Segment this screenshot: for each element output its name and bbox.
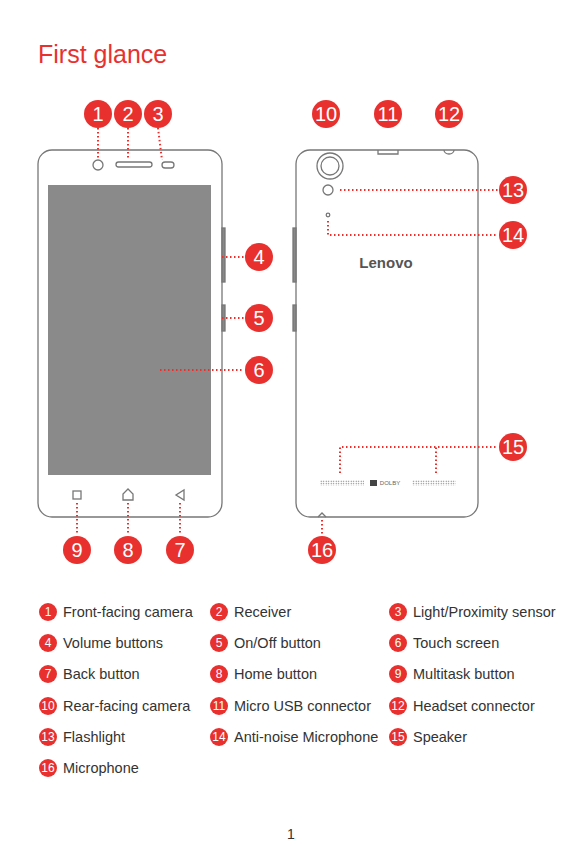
part-name: Anti-noise Microphone [234,730,378,745]
callout-number: 11 [210,697,228,715]
home-icon [123,489,133,500]
callout-number: 14 [499,221,527,249]
flashlight [323,185,333,195]
callout-number: 1 [84,100,112,128]
part-name: Multitask button [413,667,515,682]
brand-logo: Lenovo [359,255,412,270]
volume-buttons [222,228,225,282]
front-camera [93,160,103,170]
part-name: Volume buttons [63,636,163,651]
part-name: Light/Proximity sensor [413,605,556,620]
callout-number: 6 [389,634,407,652]
callout-number: 14 [210,728,228,746]
callout-number: 2 [210,603,228,621]
part-name: Front-facing camera [63,605,193,620]
callout-number: 4 [245,243,273,271]
microphone [318,513,326,517]
callout-number: 11 [374,100,402,128]
callout-number: 5 [210,634,228,652]
anti-noise-mic [326,213,330,217]
callout-number: 16 [308,536,336,564]
page-title: First glance [38,42,167,67]
callout-number: 5 [245,304,273,332]
callout-number: 8 [114,536,142,564]
speaker-grille [320,480,456,486]
part-name: Home button [234,667,317,682]
rear-camera [317,153,343,179]
callout-number: 9 [389,665,407,683]
proximity-sensor [162,162,174,168]
multitask-icon [73,491,81,499]
part-name: Micro USB connector [234,698,371,713]
callout-number: 3 [144,100,172,128]
callout-number: 2 [114,100,142,128]
part-name: Flashlight [63,730,125,745]
callout-number: 16 [39,759,57,777]
usb-port [378,150,398,154]
part-name: Back button [63,667,140,682]
callout-number: 15 [389,728,407,746]
callout-number: 4 [39,634,57,652]
callout-number: 3 [389,603,407,621]
power-button-back [293,305,296,331]
headset-port [444,150,454,154]
callout-number: 6 [245,356,273,384]
callout-number: 7 [166,536,194,564]
phone-front [38,150,222,517]
callout-number: 7 [39,665,57,683]
part-name: Receiver [234,605,291,620]
part-name: Headset connector [413,698,535,713]
callout-number: 8 [210,665,228,683]
callout-number: 1 [39,603,57,621]
callout-number: 15 [499,433,527,461]
callout-number: 12 [435,100,463,128]
phone-back [296,150,478,517]
dolby-logo: DOLBY [380,480,400,486]
back-icon [176,490,184,500]
callout-number: 10 [312,100,340,128]
callout-number: 10 [39,697,57,715]
touch-screen [48,185,211,475]
volume-buttons-back [293,228,296,282]
part-name: Touch screen [413,636,499,651]
rear-camera-lens [321,157,339,175]
callout-number: 12 [389,697,407,715]
part-name: Microphone [63,761,139,776]
part-name: On/Off button [234,636,321,651]
page-number: 1 [287,827,295,841]
part-name: Speaker [413,730,467,745]
receiver [116,162,152,167]
part-name: Rear-facing camera [63,698,190,713]
callout-number: 13 [39,728,57,746]
callout-number: 13 [499,176,527,204]
callout-number: 9 [63,536,91,564]
leader-lines [77,128,498,535]
